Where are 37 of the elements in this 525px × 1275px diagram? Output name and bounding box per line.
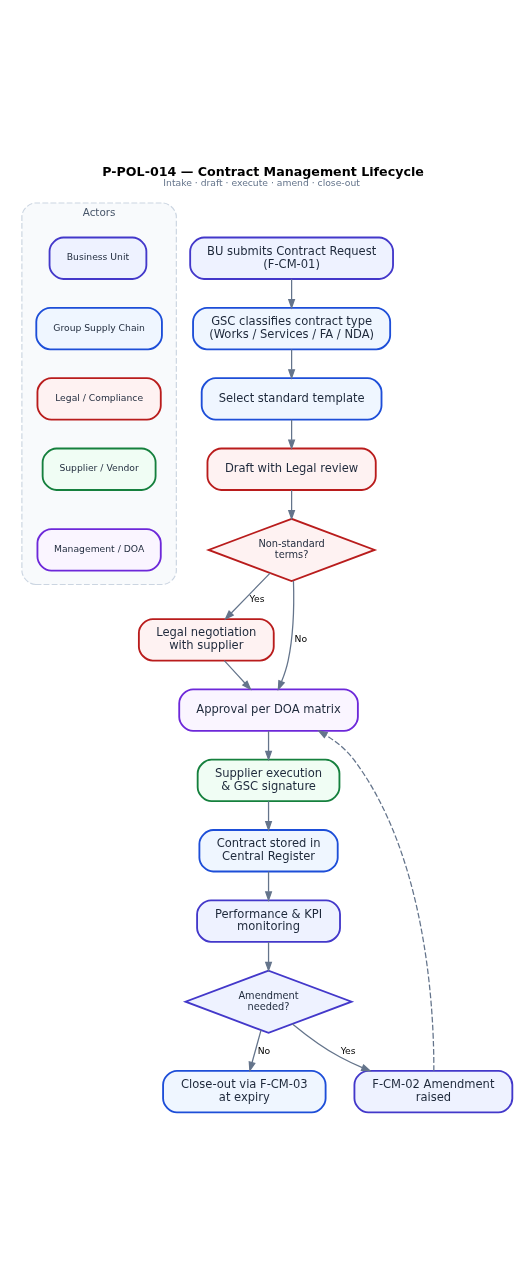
node-box: Business Unit: [48, 236, 148, 280]
node-box: Management / DOA: [36, 528, 162, 572]
node-box: Legal negotiation with supplier: [137, 618, 275, 662]
node-box: Approval per DOA matrix: [178, 688, 359, 732]
node-diamond: Amendment needed?: [182, 969, 355, 1034]
node-box: F-CM-02 Amendment raised: [353, 1069, 514, 1114]
edge-label: Yes: [249, 593, 265, 605]
node-box: Group Supply Chain: [35, 306, 163, 351]
node-box: Select standard template: [200, 377, 383, 421]
arrow: [317, 730, 435, 1072]
arrow: [223, 660, 252, 691]
node-diamond: Non-standard terms?: [206, 517, 378, 582]
arrow: [248, 1029, 262, 1073]
arrow: [264, 800, 273, 832]
node-box: GSC classifies contract type (Works / Services / FA / NDA): [192, 306, 392, 351]
arrow: [287, 419, 296, 451]
edge-label: No: [294, 633, 308, 644]
node-box: Performance & KPI monitoring: [196, 899, 341, 943]
arrow: [224, 572, 271, 621]
node-box: Contract stored in Central Register: [198, 829, 339, 873]
node-box: Supplier execution & GSC signature: [196, 758, 341, 803]
arrow: [287, 489, 296, 521]
edge-label: No: [257, 1045, 271, 1057]
arrow: [291, 1023, 372, 1072]
arrow: [287, 278, 296, 310]
arrow: [277, 580, 295, 691]
arrow: [264, 941, 273, 973]
arrow: [264, 730, 273, 762]
diagram-title: P-POL-014 — Contract Management Lifecycle: [102, 164, 424, 180]
arrow: [264, 870, 273, 902]
arrow: [287, 348, 296, 380]
node-box: Supplier / Vendor: [41, 447, 157, 491]
node-box: Close-out via F-CM-03 at expiry: [162, 1069, 327, 1114]
edge-label: Yes: [340, 1045, 356, 1057]
node-box: BU submits Contract Request (F-CM-01): [189, 236, 394, 280]
node-box: Legal / Compliance: [36, 377, 162, 421]
node-box: Draft with Legal review: [206, 447, 377, 491]
